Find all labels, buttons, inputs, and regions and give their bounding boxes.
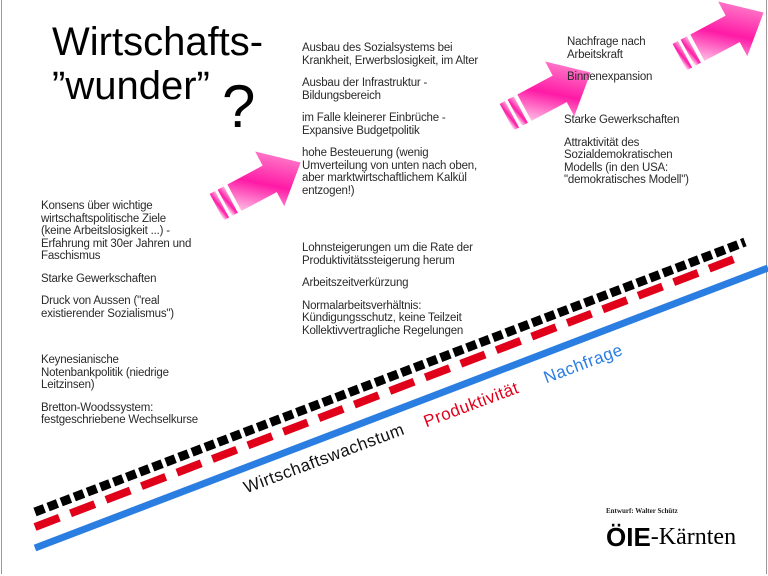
- text-item: Nachfrage nach Arbeitskraft: [567, 36, 646, 61]
- middle-column: Ausbau des Sozialsystems bei Krankheit, …: [302, 42, 478, 207]
- text-item: Druck von Aussen ("real existierender So…: [41, 295, 174, 320]
- demand-line: [33, 264, 768, 552]
- logo: ÖIE-Kärnten: [606, 522, 736, 553]
- text-item: Bretton-Woodssystem: festgeschriebene We…: [41, 401, 198, 427]
- text-item: Ausbau der Infrastruktur - Bildungsberei…: [302, 77, 428, 102]
- text-item: Lohnsteigerungen um die Rate der Produkt…: [302, 242, 473, 267]
- text-item: Normalarbeitsverhältnis: Kündigungsschut…: [302, 299, 464, 337]
- right-column: Starke Gewerkschaften Attraktivität des …: [564, 114, 689, 197]
- slide-title: Wirtschafts- ”wunder”: [52, 20, 263, 108]
- arrow-icon: [209, 151, 301, 221]
- logo-text: -Kärnten: [650, 524, 737, 550]
- text-item: Keynesianische Notenbankpolitik (niedrig…: [41, 354, 169, 391]
- text-item: Arbeitszeitverkürzung: [302, 277, 409, 289]
- logo-mark: ÖIE: [606, 522, 651, 552]
- title-line-2: ”wunder”: [52, 64, 210, 108]
- text-item: Ausbau des Sozialsystems bei Krankheit, …: [302, 42, 479, 67]
- right-column-top: Nachfrage nach Arbeitskraft Binnenexpans…: [567, 36, 652, 94]
- text-item: Starke Gewerkschaften: [41, 272, 157, 285]
- arrow-icon: [672, 1, 764, 71]
- productivity-line: [33, 252, 744, 531]
- text-item: Konsens über wichtige wirtschaftspolitis…: [41, 200, 192, 262]
- text-item: Binnenexpansion: [567, 71, 653, 83]
- growth-line: [33, 237, 747, 517]
- text-item: im Falle kleinerer Einbrüche - Expansive…: [302, 112, 446, 137]
- middle-column-lower: Lohnsteigerungen um die Rate der Produkt…: [302, 242, 473, 347]
- arrow-icon: [499, 61, 591, 131]
- left-column: Konsens über wichtige wirtschaftspolitis…: [41, 200, 191, 330]
- title-line-1: Wirtschafts-: [52, 20, 264, 64]
- text-item: Attraktivität des Sozialdemokratischen M…: [564, 136, 689, 187]
- credit: Entwurf: Walter Schütz: [606, 507, 678, 515]
- left-column-lower: Keynesianische Notenbankpolitik (niedrig…: [41, 354, 198, 437]
- question-mark: ?: [222, 73, 256, 140]
- text-item: hohe Besteuerung (wenig Umverteilung von…: [302, 147, 477, 197]
- text-item: Starke Gewerkschaften: [564, 114, 680, 126]
